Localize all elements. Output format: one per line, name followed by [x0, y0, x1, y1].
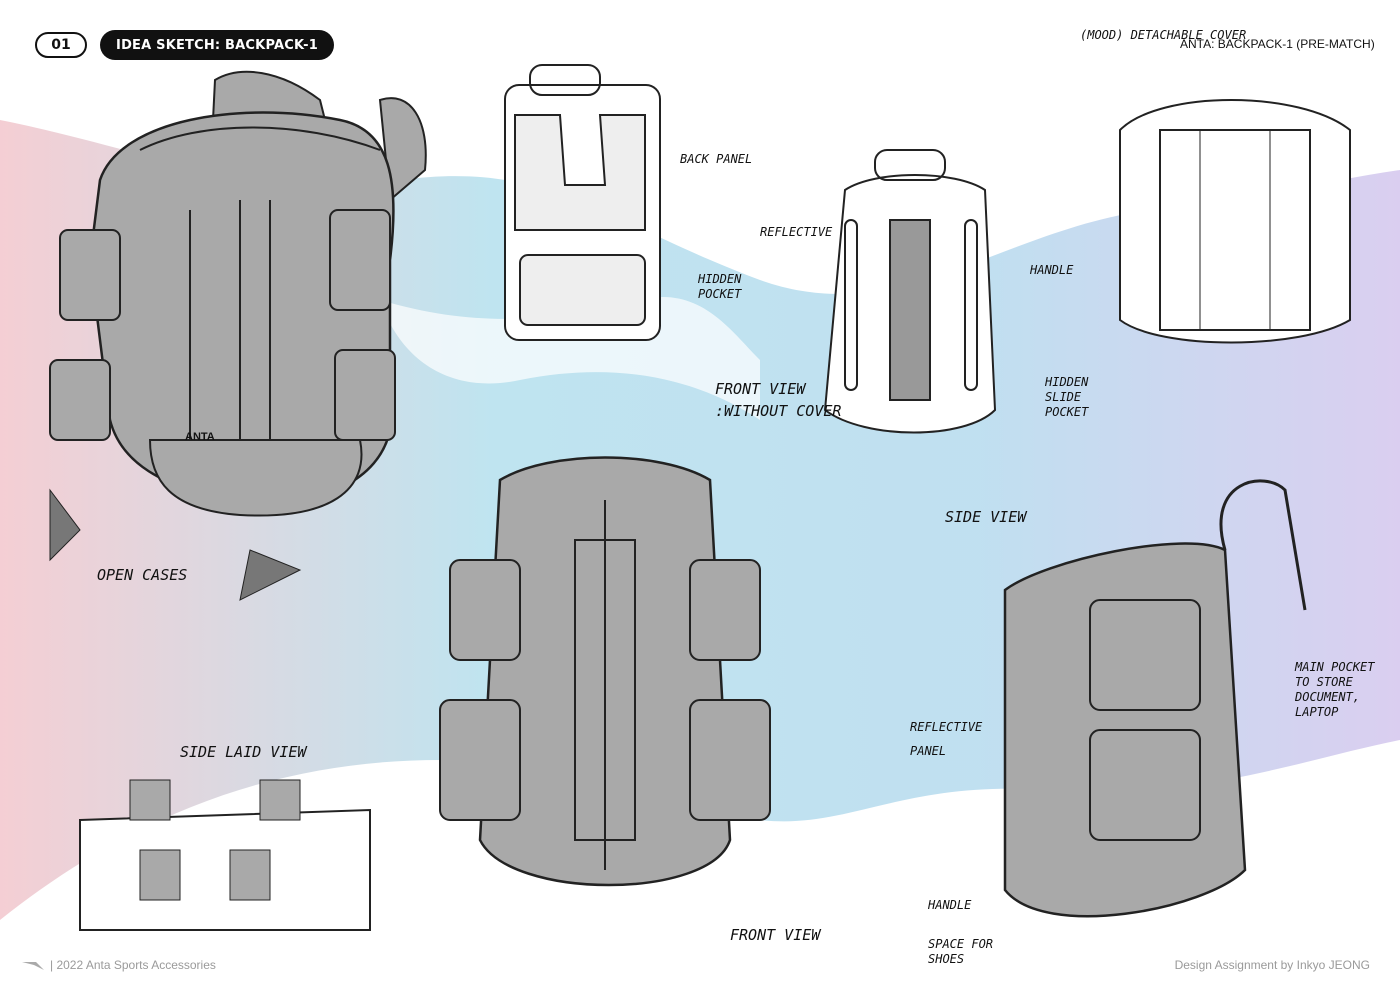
label-reflective: REFLECTIVE [760, 225, 833, 239]
label-hidden-pocket: HIDDEN POCKET [698, 272, 742, 301]
header-note: ANTA: BACKPACK-1 (PRE-MATCH) [1180, 37, 1375, 51]
label-main-pocket: MAIN POCKET TO STORE DOCUMENT, LAPTOP [1295, 660, 1375, 719]
sketch-pre-match [1119, 99, 1351, 344]
label-front-view: FRONT VIEW [730, 926, 821, 944]
sketch-side-laid-view [79, 779, 371, 931]
footer-left-text: | 2022 Anta Sports Accessories [50, 958, 216, 972]
anta-logo-icon [22, 962, 44, 970]
sketch-front-without-cover [823, 149, 997, 434]
label-handle-top: HANDLE [1030, 263, 1074, 277]
anta-logo-text: ANTA [185, 431, 215, 443]
footer-right: Design Assignment by Inkyo JEONG [1174, 958, 1370, 972]
page-title: IDEA SKETCH: BACKPACK-1 [100, 30, 334, 60]
label-front-view-without-cover: FRONT VIEW :WITHOUT COVER [715, 380, 842, 420]
footer-left: | 2022 Anta Sports Accessories [22, 958, 216, 972]
label-hidden-slide-pocket: HIDDEN SLIDE POCKET [1045, 375, 1089, 419]
label-reflective-panel: REFLECTIVE PANEL [910, 720, 983, 758]
sketch-three-quarter-view: ANTA [49, 70, 427, 601]
page-number-badge: 01 [35, 32, 87, 58]
label-side-laid-view: SIDE LAID VIEW [180, 743, 307, 761]
label-detachable-cover: (MOOD) DETACHABLE COVER [1080, 28, 1247, 42]
label-back-panel: BACK PANEL [680, 152, 753, 166]
sketch-side-view [1003, 479, 1307, 918]
label-space-for-shoes: SPACE FOR SHOES [928, 937, 994, 966]
label-open-cases: OPEN CASES [97, 566, 188, 584]
label-handle-bottom: HANDLE [928, 898, 972, 912]
label-side-view: SIDE VIEW [945, 508, 1027, 526]
sketch-back-panel [504, 64, 661, 341]
sketch-front-view [439, 456, 771, 887]
